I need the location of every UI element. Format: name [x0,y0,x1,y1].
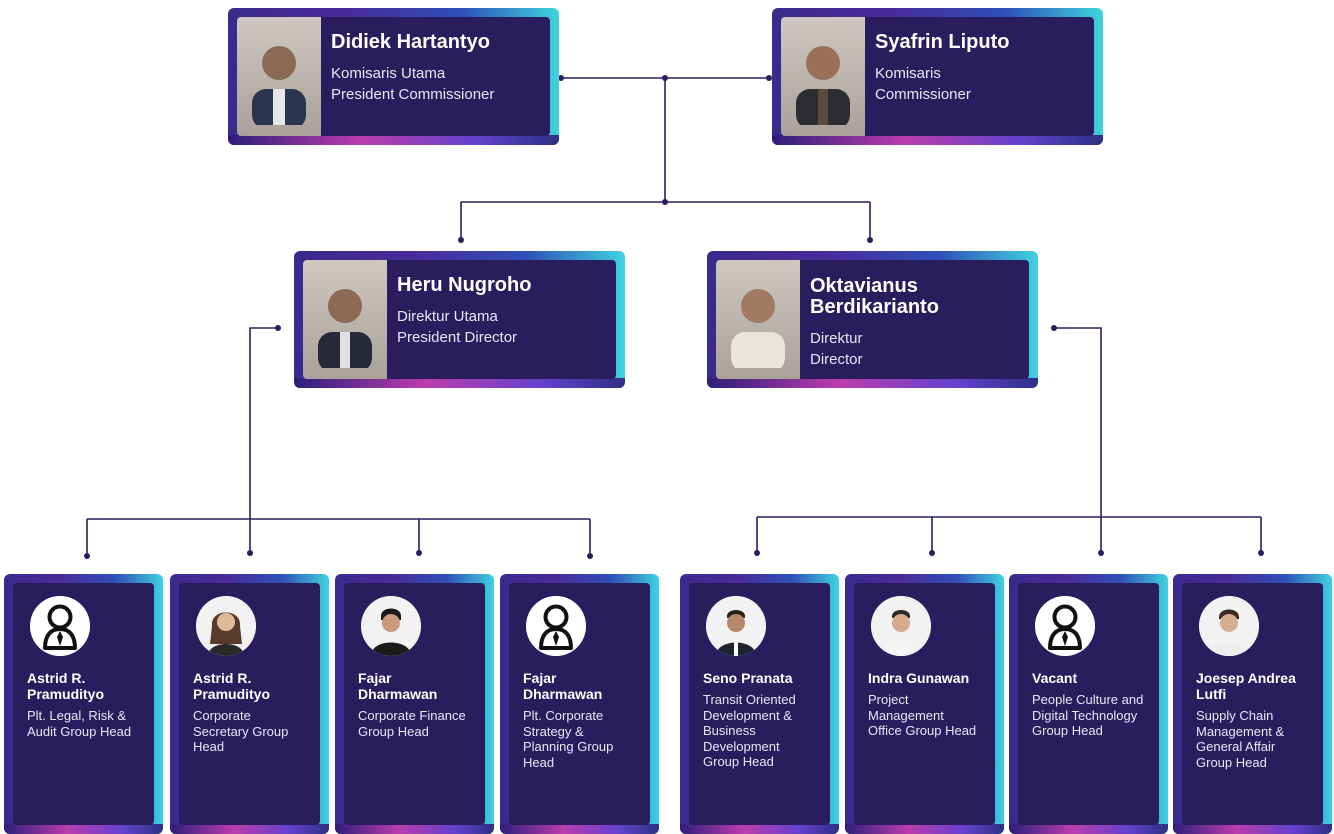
placeholder-person-icon [1035,596,1095,656]
title-en: President Director [397,329,518,346]
person-name: Indra Gunawan [868,670,970,686]
title-en: President Commissioner [331,86,495,103]
person-photo [706,596,766,656]
person-photo [361,596,421,656]
director-card-president-director: Heru Nugroho Direktur Utama President Di… [294,251,625,388]
person-photo [871,596,931,656]
placeholder-person-icon [526,596,586,656]
person-name: Joesep Andrea Lutfi [1196,670,1296,702]
title-id: Direktur Utama [397,308,498,325]
person-name: Astrid R. Pramudityo [193,670,271,702]
group-head-card: Seno Pranata Transit Oriented Developmen… [680,574,839,834]
person-role: People Culture and Digital Technology Gr… [1032,692,1144,738]
person-role: Transit Oriented Development & Business … [703,692,796,769]
person-role: Corporate Finance Group Head [358,708,466,739]
person-role: Supply Chain Management & General Affair… [1196,708,1285,770]
director-card-director: Oktavianus Berdikarianto Direktur Direct… [707,251,1038,388]
person-name: Seno Pranata [703,670,793,686]
person-name: Oktavianus Berdikarianto [810,275,939,318]
person-role: Corporate Secretary Group Head [193,708,289,754]
title-en: Commissioner [875,86,971,103]
group-head-card: Indra Gunawan Project Management Office … [845,574,1004,834]
title-en: Director [810,351,863,368]
person-name: Fajar Dharmawan [523,670,603,702]
person-name: Vacant [1032,670,1078,686]
title-id: Komisaris Utama [331,65,446,82]
person-name: Astrid R. Pramudityo [27,670,105,702]
group-head-card: Fajar Dharmawan Plt. Corporate Strategy … [500,574,659,834]
group-head-card: Joesep Andrea Lutfi Supply Chain Managem… [1173,574,1332,834]
board-card-commissioner: Syafrin Liputo Komisaris Commissioner [772,8,1103,145]
title-id: Direktur [810,330,863,347]
person-photo [781,17,865,136]
group-head-card: Astrid R. Pramudityo Corporate Secretary… [170,574,329,834]
person-role: Plt. Legal, Risk & Audit Group Head [27,708,132,739]
person-photo [1199,596,1259,656]
person-name: Fajar Dharmawan [358,670,438,702]
group-head-card: Astrid R. Pramudityo Plt. Legal, Risk & … [4,574,163,834]
placeholder-person-icon [30,596,90,656]
person-photo [196,596,256,656]
person-photo [716,260,800,379]
group-head-card: Fajar Dharmawan Corporate Finance Group … [335,574,494,834]
person-photo [237,17,321,136]
person-name: Didiek Hartantyo [331,31,490,53]
person-name: Heru Nugroho [397,274,532,296]
board-card-president-commissioner: Didiek Hartantyo Komisaris Utama Preside… [228,8,559,145]
person-role: Project Management Office Group Head [868,692,977,738]
person-name: Syafrin Liputo [875,31,1010,53]
person-photo [303,260,387,379]
group-head-card: Vacant People Culture and Digital Techno… [1009,574,1168,834]
person-role: Plt. Corporate Strategy & Planning Group… [523,708,614,770]
title-id: Komisaris [875,65,941,82]
